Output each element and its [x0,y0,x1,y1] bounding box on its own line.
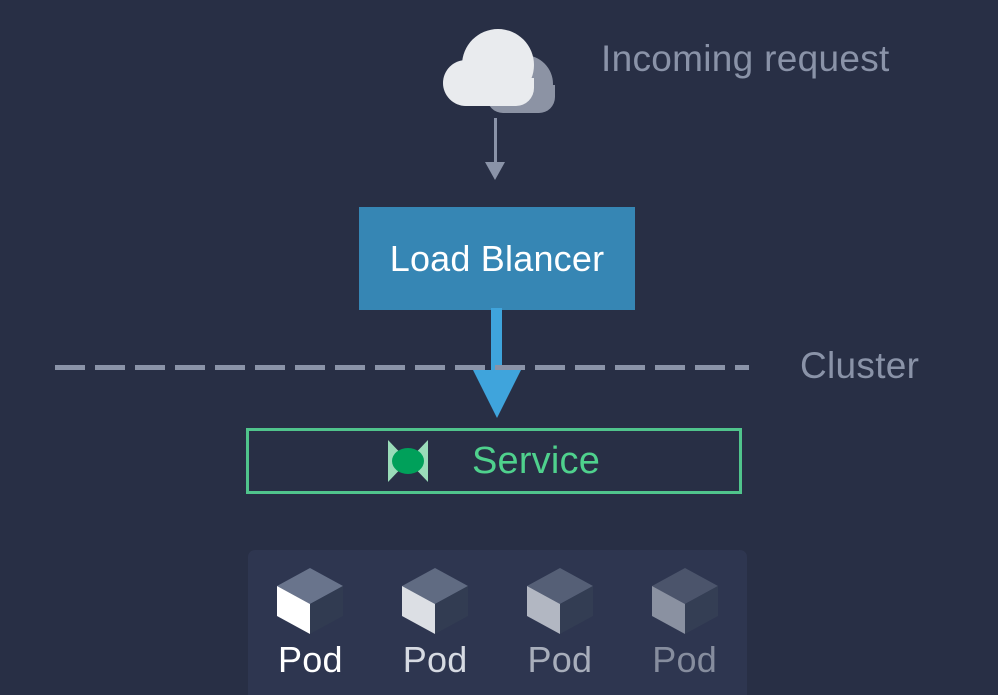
arrow-head [473,370,521,418]
pod-label: Pod [652,639,717,680]
arrow-down-icon-blue [473,308,521,418]
pod-label: Pod [527,639,593,680]
cluster-label: Cluster [800,345,920,386]
arrow-stem [491,308,502,372]
service-icon-center-diamond [391,448,424,474]
pod-cube-icon [398,564,472,638]
service-label: Service [471,439,601,482]
pod-cube-icon [523,564,597,638]
pod-item[interactable]: Pod [622,550,747,678]
cloud-base [449,78,534,106]
kubernetes-service-icon [387,440,428,482]
pod-label: Pod [402,639,468,680]
cloud-icon [435,22,570,113]
cluster-boundary-line [55,365,749,370]
arrow-head [485,162,505,180]
incoming-request-label: Incoming request [601,38,890,79]
arrow-down-icon-gray [478,118,514,180]
pod-item[interactable]: Pod [498,550,623,678]
pod-label: Pod [278,639,343,680]
service-node[interactable]: Service [246,428,742,494]
pod-item[interactable]: Pod [373,550,498,678]
pod-item[interactable]: Pod [248,550,373,678]
load-balancer-node[interactable]: Load Blancer [359,207,635,310]
pod-cube-icon [273,564,347,638]
arrow-stem [494,118,497,166]
pods-list: Pod Pod Pod [248,550,747,695]
load-balancer-label: Load Blancer [389,237,605,279]
pod-cube-icon [648,564,722,638]
